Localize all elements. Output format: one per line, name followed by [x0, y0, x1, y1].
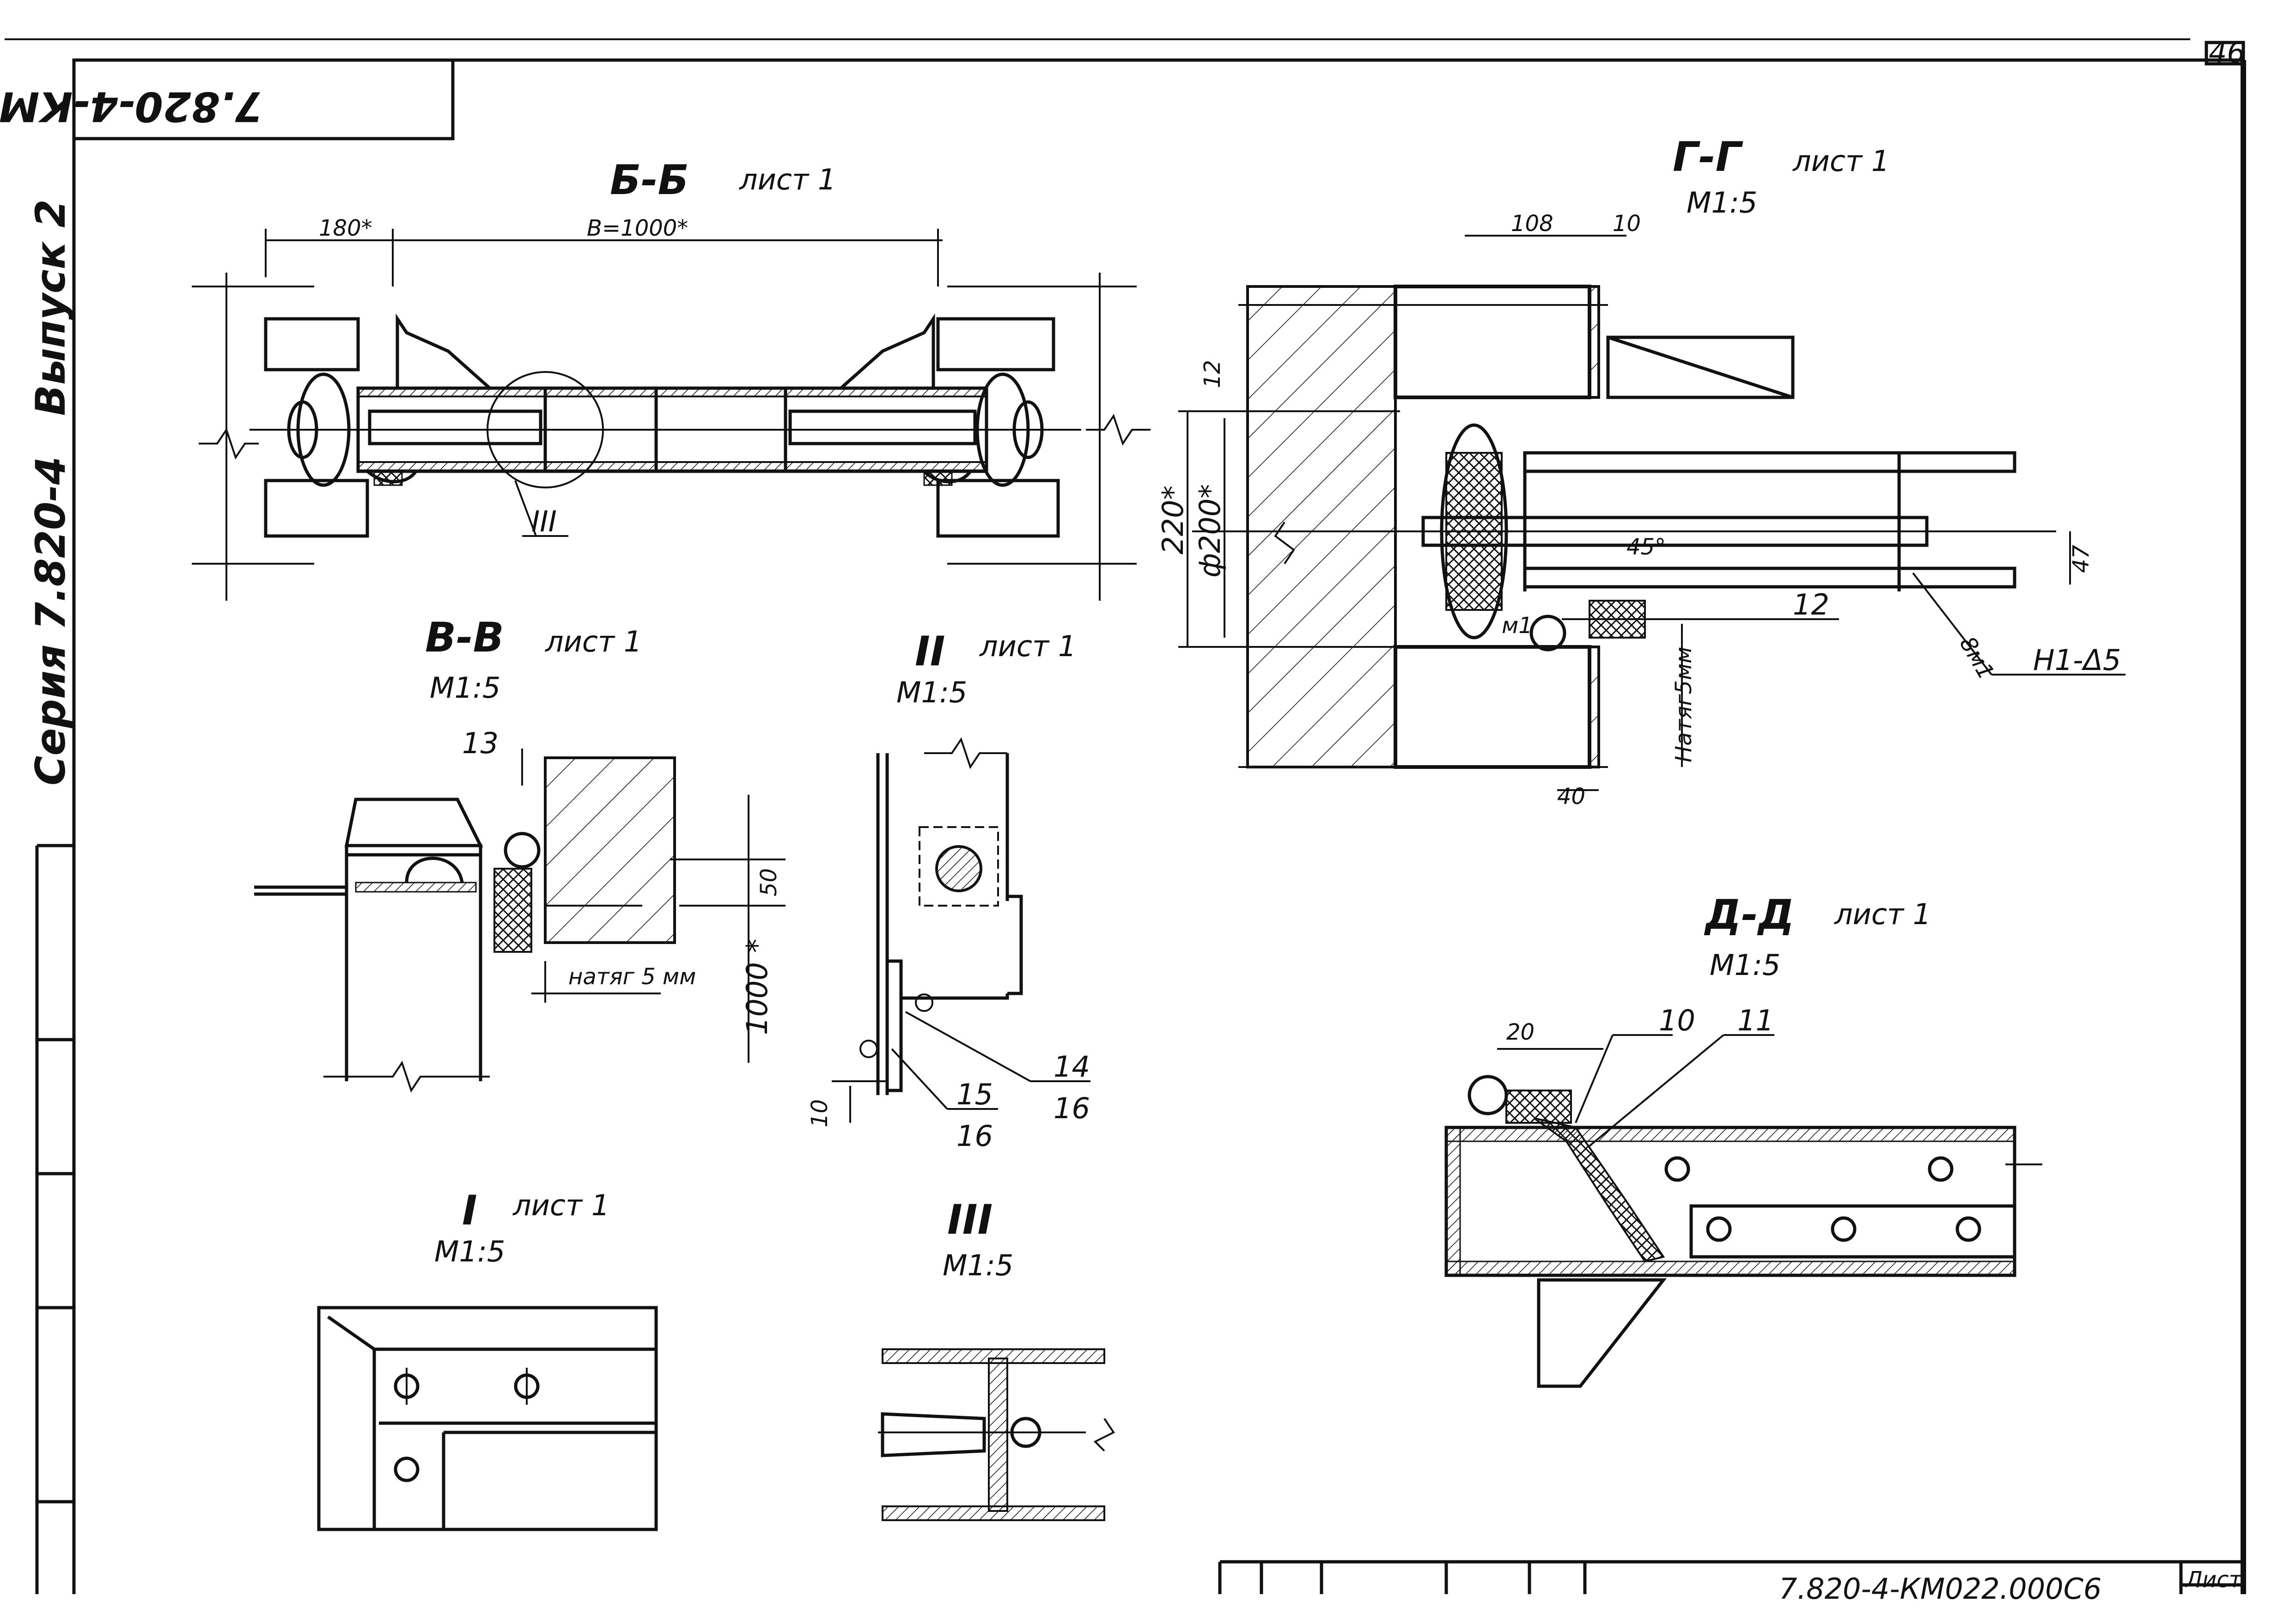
code-stamp: 7.820-4-КМ022.000С6: [0, 83, 263, 130]
view-gg: [1178, 235, 2125, 791]
dim-10-ii: 10: [807, 1099, 833, 1127]
dim-200: ф200*: [1193, 484, 1227, 578]
pos-16b: 16: [956, 1119, 993, 1153]
scale-vv: M1:5: [430, 671, 500, 705]
natyag-gg: Натяг5мм: [1671, 646, 1697, 762]
title-gg: Г-Г: [1673, 133, 1743, 181]
scale-ii: M1:5: [896, 676, 967, 709]
weld-8: 8м1: [1955, 632, 1999, 684]
weld-h1: Н1-Δ5: [2033, 643, 2121, 677]
view-vv: [254, 749, 786, 1093]
scale-gg: M1:5: [1687, 186, 1757, 219]
dim-40: 40: [1557, 784, 1585, 810]
pos-12: 12: [1793, 588, 1829, 621]
seriya-label: Серия 7.820-4: [27, 457, 74, 786]
view-i: [317, 1306, 658, 1531]
dim-20: 20: [1506, 1019, 1535, 1045]
ref-dd: лист 1: [1834, 897, 1931, 931]
pos-11: 11: [1737, 1004, 1774, 1037]
vypusk-label: Выпуск 2: [27, 199, 74, 416]
ref-gg: лист 1: [1792, 144, 1889, 178]
title-vv: В-В: [425, 614, 504, 661]
title-ii: II: [915, 627, 945, 675]
view-dd: [1444, 1034, 2042, 1388]
title-dd: Д-Д: [1704, 891, 1794, 938]
dim-1000: 1000 *: [740, 939, 774, 1035]
dim-12-gg: 12: [1200, 360, 1225, 388]
stamp-list-label: Лист: [2185, 1567, 2243, 1593]
sheet-number: 46: [2209, 36, 2245, 69]
dim-220: 220*: [1156, 486, 1190, 554]
title-iii: III: [947, 1196, 993, 1243]
scale-dd: M1:5: [1710, 948, 1780, 982]
callout-iii: III: [531, 505, 557, 538]
labels: 46 7.820-4-КМ022.000С6 Выпуск 2 Серия 7.…: [0, 36, 2245, 1606]
scale-i: M1:5: [434, 1235, 505, 1268]
angle-45: 45°: [1626, 534, 1666, 560]
ref-ii: лист 1: [979, 629, 1076, 663]
ref-i: лист 1: [512, 1188, 609, 1222]
dim-50: 50: [756, 868, 782, 896]
pos-10: 10: [1659, 1004, 1695, 1037]
sheet-frame: [5, 38, 2246, 1594]
view-bb: [192, 229, 1151, 601]
scale-iii: M1:5: [943, 1249, 1013, 1282]
view-iii: [878, 1348, 1115, 1521]
pos-14: 14: [1054, 1050, 1090, 1084]
stamp-code: 7.820-4-КМ022.000С6: [1779, 1572, 2101, 1606]
title-bb: Б-Б: [610, 156, 689, 204]
dim-108: 108: [1511, 211, 1553, 237]
dim-47: 47: [2068, 544, 2094, 573]
ref-vv: лист 1: [545, 625, 642, 658]
title-i: I: [462, 1187, 477, 1234]
natyag-vv: натяг 5 мм: [568, 964, 696, 990]
ref-bb: лист 1: [739, 163, 836, 196]
pos-15: 15: [956, 1078, 993, 1111]
m1-label: м1: [1502, 613, 1533, 639]
dim-180: 180*: [319, 215, 372, 241]
dim-b: B=1000*: [587, 215, 688, 241]
pos-13: 13: [462, 726, 499, 760]
dim-10-gg: 10: [1613, 211, 1641, 237]
pos-16a: 16: [1054, 1091, 1090, 1125]
view-ii: [832, 737, 1090, 1123]
